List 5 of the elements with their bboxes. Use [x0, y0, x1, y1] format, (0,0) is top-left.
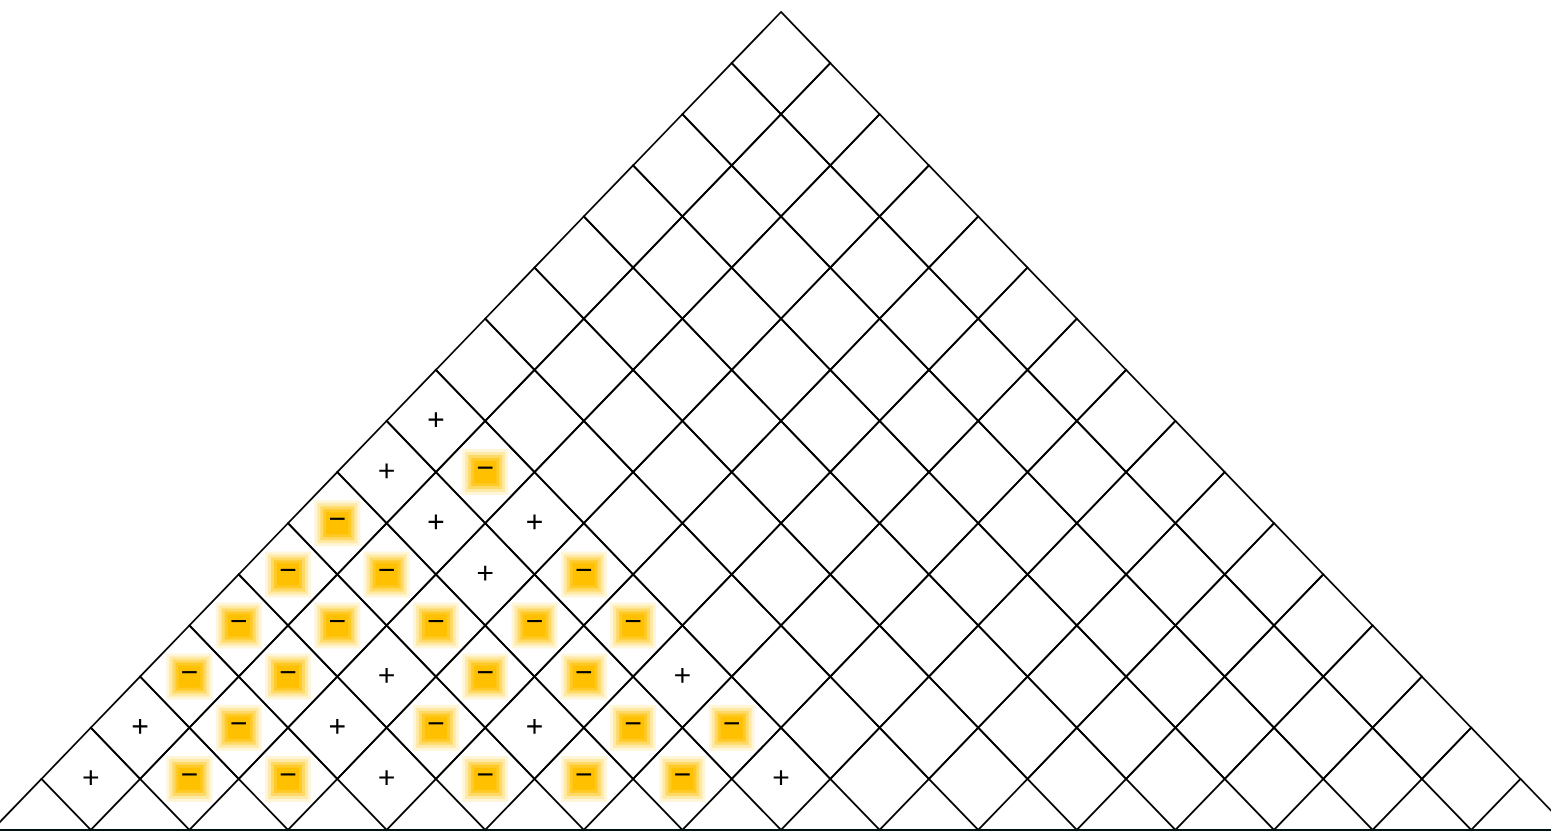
diamond-cell [1322, 726, 1424, 832]
diamond-cell [829, 726, 931, 832]
diamond-cell [1026, 726, 1128, 832]
sign-cell: + [730, 726, 832, 832]
diamond-cell [1223, 726, 1325, 832]
